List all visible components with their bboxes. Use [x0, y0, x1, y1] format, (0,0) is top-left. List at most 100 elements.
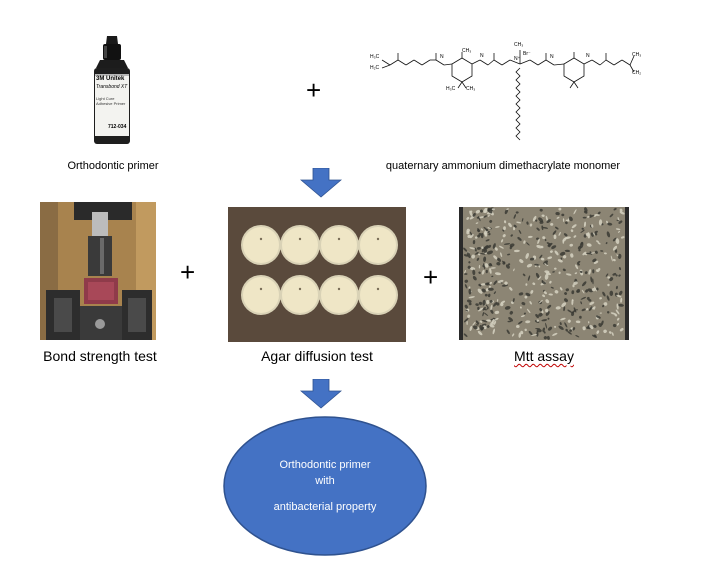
cell-mark — [570, 253, 574, 258]
cell-mark — [567, 331, 572, 335]
cell-mark — [594, 232, 598, 236]
cell-mark — [567, 309, 573, 313]
cell-mark — [484, 312, 489, 316]
cell-mark — [572, 327, 576, 331]
cell-mark — [475, 320, 480, 325]
cell-mark — [584, 207, 588, 213]
cell-mark — [609, 290, 614, 296]
plus-middle-right: + — [423, 262, 439, 292]
cell-mark — [541, 225, 544, 231]
chem-n-plus: N⁺ — [514, 56, 521, 62]
chem-n-d: N — [586, 53, 590, 59]
cell-mark — [500, 302, 504, 307]
cell-mark — [544, 239, 547, 242]
cell-mark — [503, 220, 507, 224]
cell-mark — [526, 308, 531, 314]
cell-mark — [545, 299, 550, 304]
cell-mark — [511, 333, 515, 337]
cell-mark — [559, 287, 563, 291]
cell-mark — [592, 269, 595, 274]
cell-mark — [616, 294, 622, 298]
cell-mark — [615, 285, 618, 290]
cell-mark — [519, 306, 522, 309]
cell-mark — [616, 219, 620, 222]
down-arrow-1 — [299, 167, 343, 203]
cell-mark — [587, 321, 590, 324]
cell-mark — [478, 301, 483, 306]
cell-mark — [590, 252, 595, 254]
cell-mark — [478, 271, 481, 274]
cell-mark — [564, 236, 571, 240]
cell-mark — [583, 234, 587, 238]
cell-mark — [541, 214, 545, 217]
cell-mark — [472, 275, 477, 281]
cell-mark — [606, 311, 610, 314]
cell-mark — [547, 317, 550, 320]
cell-mark — [525, 320, 531, 324]
cell-mark — [481, 288, 486, 293]
agar-plate-well — [376, 237, 380, 241]
cell-mark — [565, 219, 570, 222]
cell-mark — [506, 329, 510, 335]
bottle-line1: Light Cure — [96, 96, 115, 101]
cell-mark — [558, 207, 562, 211]
cell-mark — [483, 226, 488, 231]
cell-mark — [516, 324, 520, 329]
cell-mark — [540, 257, 545, 261]
chem-ch2-right: CH₂ — [632, 70, 642, 76]
cell-mark — [607, 283, 610, 287]
cell-mark — [475, 324, 479, 326]
cell-mark — [470, 210, 473, 213]
cell-mark — [551, 245, 557, 250]
cell-mark — [524, 328, 527, 332]
cell-mark — [542, 327, 546, 332]
cell-mark — [467, 234, 471, 239]
cell-mark — [585, 308, 589, 311]
cell-mark — [588, 269, 592, 275]
cell-mark — [512, 226, 516, 231]
cell-mark — [475, 252, 479, 255]
cell-mark — [585, 232, 590, 237]
cell-mark — [590, 232, 594, 237]
cell-mark — [614, 313, 618, 317]
cell-mark — [483, 207, 488, 213]
cell-mark — [478, 232, 482, 236]
cell-mark — [600, 320, 604, 326]
cell-mark — [612, 245, 618, 251]
cell-mark — [472, 240, 476, 245]
cell-mark — [481, 269, 485, 275]
cell-mark — [559, 251, 566, 256]
cell-mark — [478, 216, 485, 219]
cell-mark — [564, 298, 568, 303]
cell-mark — [549, 250, 553, 253]
cell-mark — [499, 245, 504, 249]
cell-mark — [517, 236, 522, 241]
primer-bottle-image: 3M Unitek Transbond XT Light Cure Adhesi… — [88, 34, 136, 146]
cell-mark — [525, 283, 528, 286]
cell-mark — [587, 215, 590, 218]
chem-h2c-left: H₂C — [370, 65, 380, 71]
cell-mark — [607, 276, 611, 279]
cell-mark — [502, 260, 506, 265]
cell-mark — [468, 261, 471, 264]
cell-mark — [488, 233, 491, 236]
cell-mark — [590, 276, 593, 283]
cell-mark — [487, 231, 490, 233]
cell-mark — [618, 267, 622, 271]
bond-strength-caption: Bond strength test — [43, 348, 157, 364]
cell-mark — [618, 303, 624, 307]
cell-mark — [589, 324, 594, 330]
cell-mark — [508, 317, 513, 322]
cell-mark — [598, 323, 602, 327]
cell-mark — [539, 208, 543, 212]
cell-mark — [555, 211, 560, 216]
cell-mark — [565, 273, 572, 276]
agar-plate — [360, 277, 396, 313]
cell-mark — [528, 330, 533, 336]
cell-mark — [581, 281, 587, 287]
cell-mark — [552, 271, 555, 273]
cell-mark — [552, 332, 558, 336]
cell-mark — [526, 221, 529, 225]
cell-mark — [463, 247, 468, 252]
cell-mark — [513, 268, 515, 272]
